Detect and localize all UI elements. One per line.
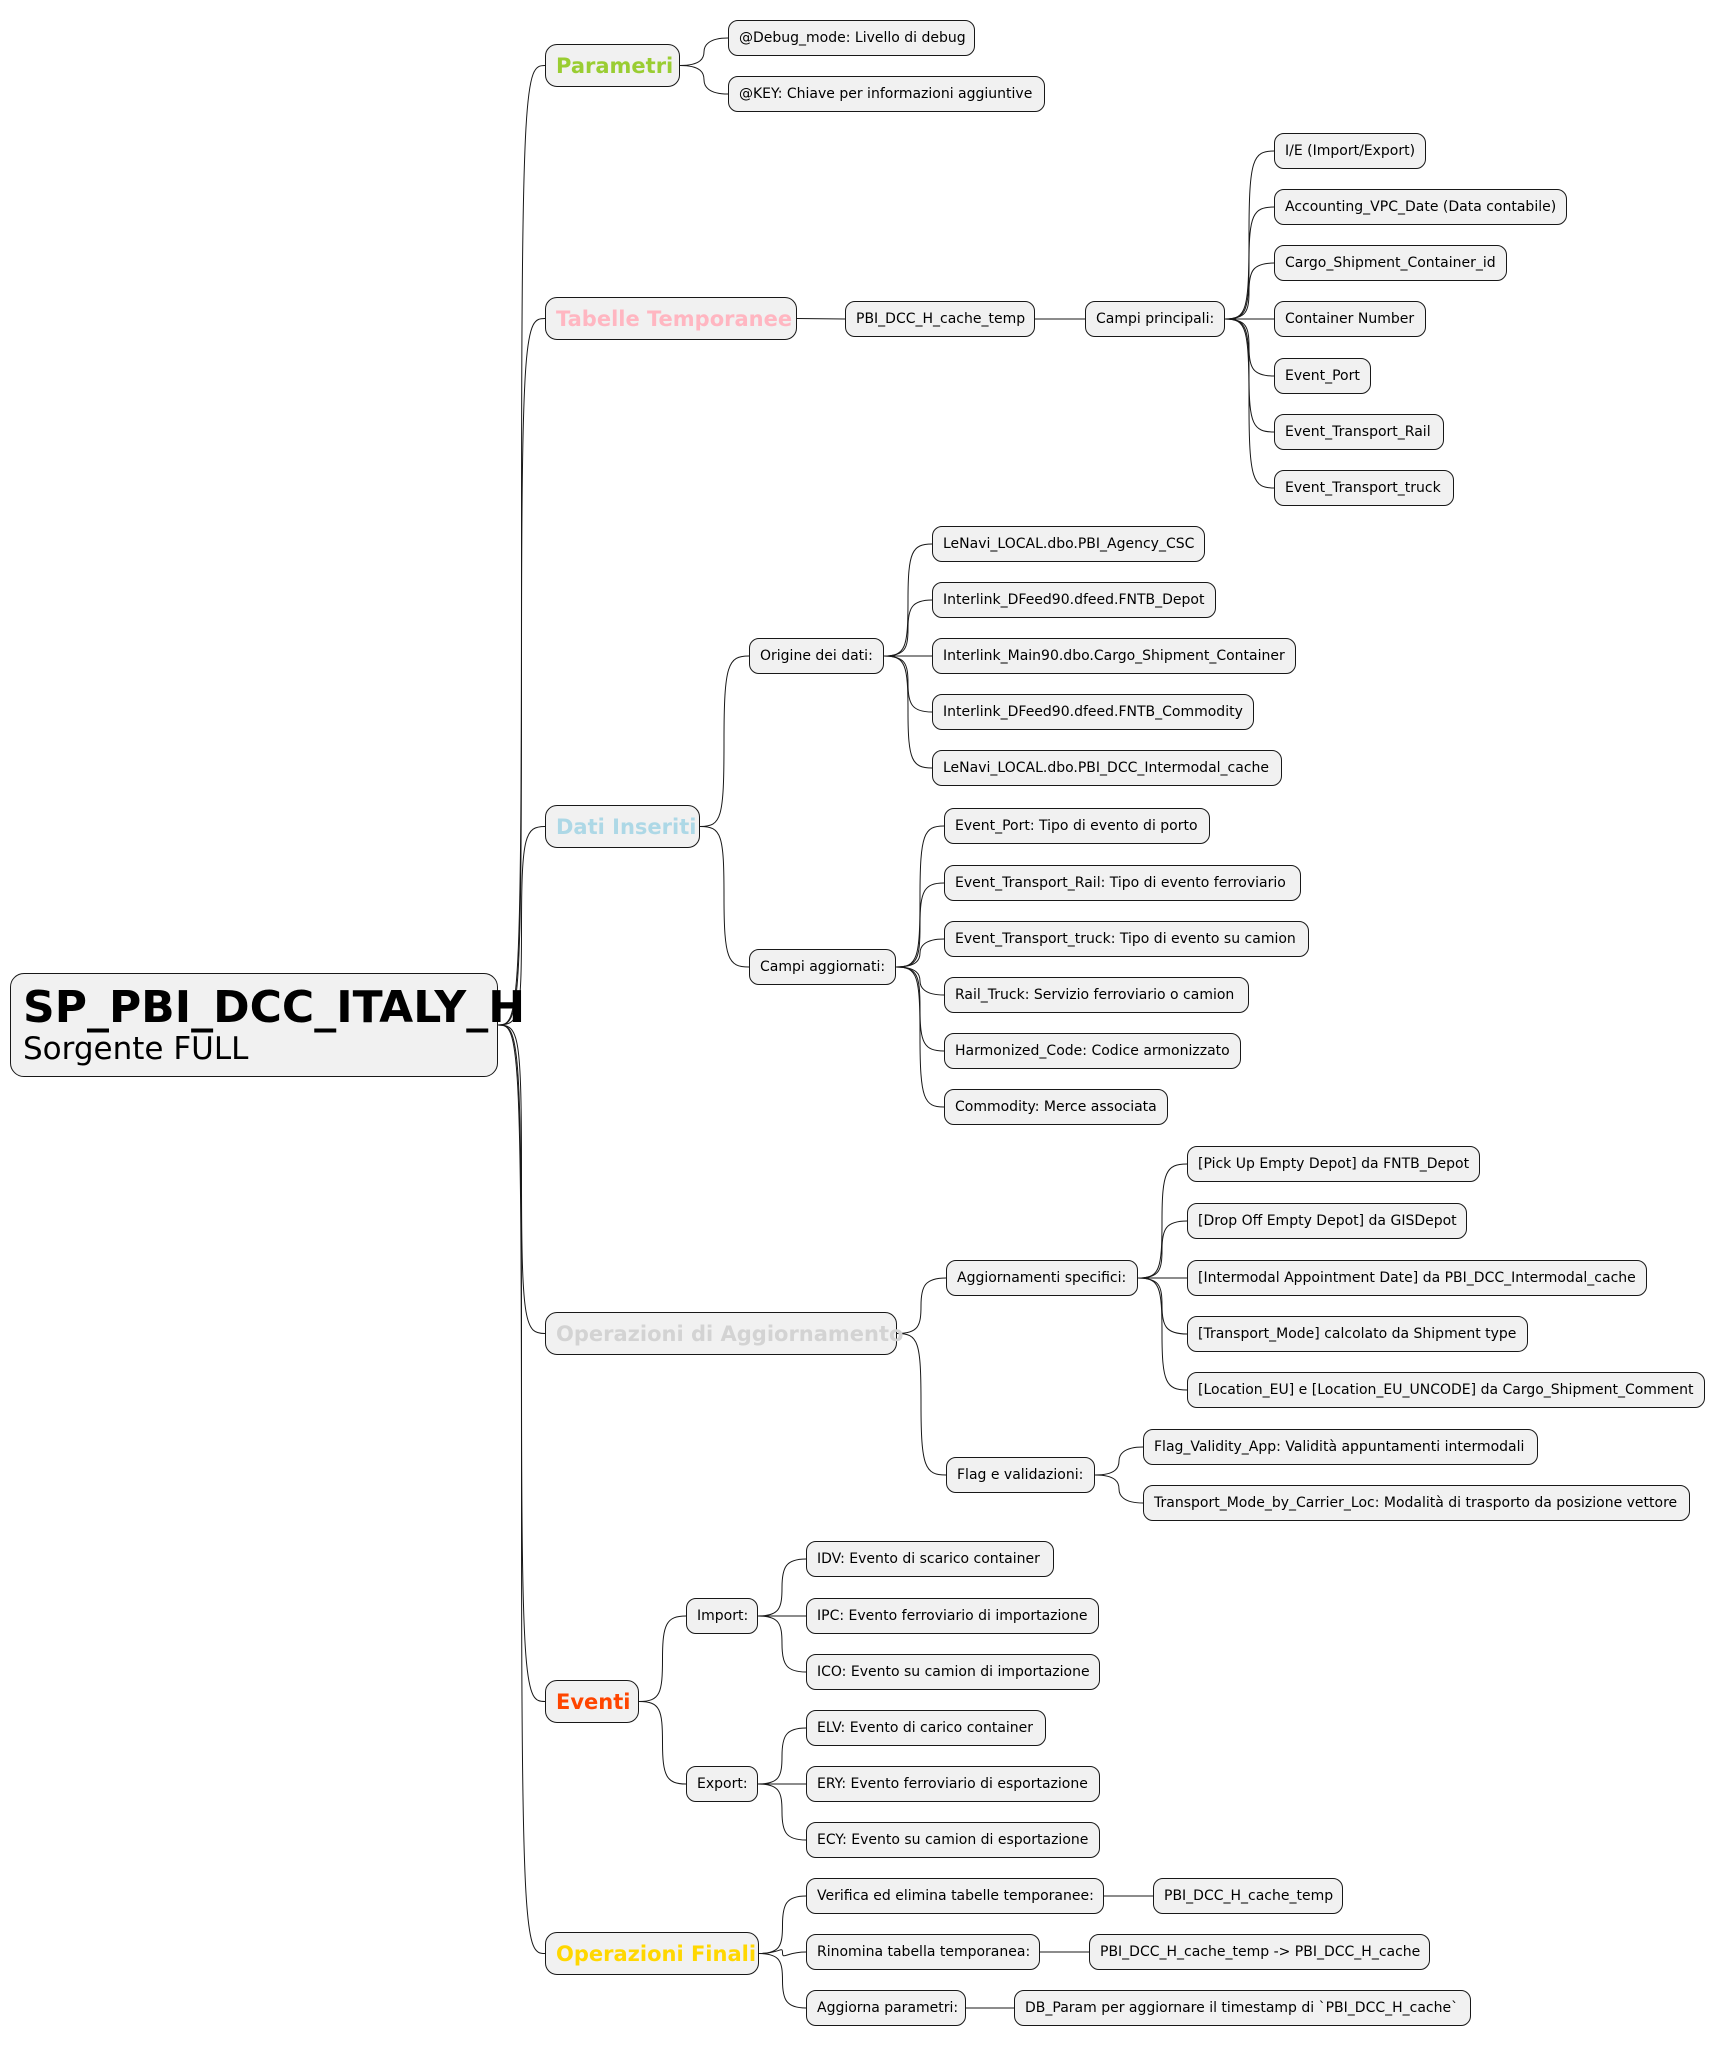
node-operazioni-finali: Operazioni Finali — [545, 1932, 759, 1975]
spec-item: [Pick Up Empty Depot] da FNTB_Depot — [1187, 1146, 1480, 1182]
connector-line — [699, 655, 750, 827]
import-event-item: IDV: Evento di scarico container — [806, 1541, 1054, 1577]
connector-line — [497, 318, 546, 1026]
node-tabelle-temporanee: Tabelle Temporanee — [545, 297, 797, 340]
connector-line — [757, 1615, 807, 1673]
campo-item: Event_Transport_truck — [1274, 470, 1454, 506]
connector-line — [796, 318, 846, 320]
origine-item: LeNavi_LOCAL.dbo.PBI_DCC_Intermodal_cach… — [932, 750, 1282, 786]
connector-line — [883, 599, 933, 657]
campo-item: Event_Port — [1274, 358, 1371, 394]
origine-dati-node: Origine dei dati: — [749, 638, 884, 674]
aggiorna-item: DB_Param per aggiornare il timestamp di … — [1014, 1990, 1471, 2026]
connector-line — [1224, 206, 1275, 320]
connector-line — [895, 882, 945, 968]
campo-item: Cargo_Shipment_Container_id — [1274, 245, 1507, 281]
connector-line — [679, 65, 729, 95]
connector-line — [896, 1333, 947, 1476]
connector-line — [895, 966, 945, 1108]
param-item: @KEY: Chiave per informazioni aggiuntive — [728, 76, 1045, 112]
campo-item: Event_Transport_Rail — [1274, 414, 1444, 450]
connector-line — [896, 1277, 947, 1334]
connector-line — [1137, 1277, 1188, 1391]
campo-aggiornato-item: Commodity: Merce associata — [944, 1089, 1168, 1125]
flag-item: Flag_Validity_App: Validità appuntamenti… — [1143, 1429, 1538, 1465]
import-node: Import: — [686, 1598, 758, 1634]
flag-validazioni-node: Flag e validazioni: — [946, 1457, 1095, 1493]
flag-item: Transport_Mode_by_Carrier_Loc: Modalità … — [1143, 1485, 1690, 1521]
campo-aggiornato-item: Rail_Truck: Servizio ferroviario o camio… — [944, 977, 1249, 1013]
root-subtitle: Sorgente FULL — [23, 1031, 249, 1067]
campi-principali-node: Campi principali: — [1085, 301, 1225, 337]
campo-aggiornato-item: Event_Transport_Rail: Tipo di evento fer… — [944, 865, 1301, 901]
connector-line — [1137, 1220, 1188, 1279]
campo-item: Accounting_VPC_Date (Data contabile) — [1274, 189, 1567, 225]
spec-item: [Intermodal Appointment Date] da PBI_DCC… — [1187, 1260, 1647, 1296]
connector-line — [679, 37, 729, 66]
origine-item: Interlink_DFeed90.dfeed.FNTB_Depot — [932, 582, 1216, 618]
origine-item: Interlink_Main90.dbo.Cargo_Shipment_Cont… — [932, 638, 1296, 674]
campo-aggiornato-item: Event_Transport_truck: Tipo di evento su… — [944, 921, 1309, 957]
campo-item: Container Number — [1274, 301, 1426, 337]
connector-line — [1137, 1277, 1188, 1335]
export-event-item: ECY: Evento su camion di esportazione — [806, 1822, 1100, 1858]
campi-aggiornati-node: Campi aggiornati: — [749, 949, 896, 985]
export-node: Export: — [686, 1766, 758, 1802]
export-event-item: ELV: Evento di carico container — [806, 1710, 1046, 1746]
spec-item: [Location_EU] e [Location_EU_UNCODE] da … — [1187, 1372, 1705, 1408]
connector-line — [895, 966, 945, 996]
connector-line — [883, 543, 933, 657]
table-node: PBI_DCC_H_cache_temp — [845, 301, 1035, 337]
campo-item: I/E (Import/Export) — [1274, 133, 1426, 169]
node-dati-inseriti: Dati Inseriti — [545, 805, 700, 848]
connector-line — [638, 1701, 687, 1785]
verifica-item: PBI_DCC_H_cache_temp — [1153, 1878, 1343, 1914]
origine-item: Interlink_DFeed90.dfeed.FNTB_Commodity — [932, 694, 1254, 730]
connector-line — [757, 1727, 807, 1785]
connector-line — [757, 1783, 807, 1841]
rinomina-node: Rinomina tabella temporanea: — [806, 1934, 1040, 1970]
rinomina-item: PBI_DCC_H_cache_temp -> PBI_DCC_H_cache — [1089, 1934, 1430, 1970]
connector-line — [1224, 318, 1275, 377]
connector-line — [1094, 1446, 1144, 1476]
connector-line — [497, 1024, 546, 1334]
export-event-item: ERY: Evento ferroviario di esportazione — [806, 1766, 1100, 1802]
campo-aggiornato-item: Event_Port: Tipo di evento di porto — [944, 808, 1210, 844]
connector-line — [758, 1895, 807, 1954]
connector-line — [497, 826, 546, 1026]
node-parametri: Parametri — [545, 44, 680, 87]
node-operazioni-aggiornamento: Operazioni di Aggiornamento — [545, 1312, 903, 1355]
node-eventi: Eventi — [545, 1680, 639, 1723]
connector-line — [699, 826, 750, 968]
connector-line — [883, 655, 933, 769]
campo-aggiornato-item: Harmonized_Code: Codice armonizzato — [944, 1033, 1241, 1069]
connector-line — [758, 1953, 807, 2009]
connector-line — [638, 1615, 687, 1702]
import-event-item: IPC: Evento ferroviario di importazione — [806, 1598, 1099, 1634]
connector-line — [1224, 318, 1275, 489]
aggiornamenti-specifici-node: Aggiornamenti specifici: — [946, 1260, 1138, 1296]
root-title: SP_PBI_DCC_ITALY_H — [23, 982, 526, 1033]
spec-item: [Drop Off Empty Depot] da GISDepot — [1187, 1203, 1467, 1239]
verifica-node: Verifica ed elimina tabelle temporanee: — [806, 1878, 1104, 1914]
root-node: SP_PBI_DCC_ITALY_H Sorgente FULL — [10, 973, 525, 1077]
connector-line — [757, 1558, 807, 1617]
connector-line — [1224, 150, 1275, 320]
import-event-item: ICO: Evento su camion di importazione — [806, 1654, 1100, 1690]
param-item: @Debug_mode: Livello di debug — [728, 20, 975, 56]
aggiorna-node: Aggiorna parametri: — [806, 1990, 966, 2026]
connector-line — [1137, 1163, 1188, 1279]
connector-line — [895, 938, 945, 968]
origine-item: LeNavi_LOCAL.dbo.PBI_Agency_CSC — [932, 526, 1205, 562]
connector-line — [758, 1949, 807, 1957]
connector-line — [1224, 262, 1275, 320]
connector-line — [1094, 1474, 1144, 1504]
spec-item: [Transport_Mode] calcolato da Shipment t… — [1187, 1316, 1528, 1352]
connector-line — [895, 825, 945, 968]
connector-line — [497, 1024, 546, 1954]
